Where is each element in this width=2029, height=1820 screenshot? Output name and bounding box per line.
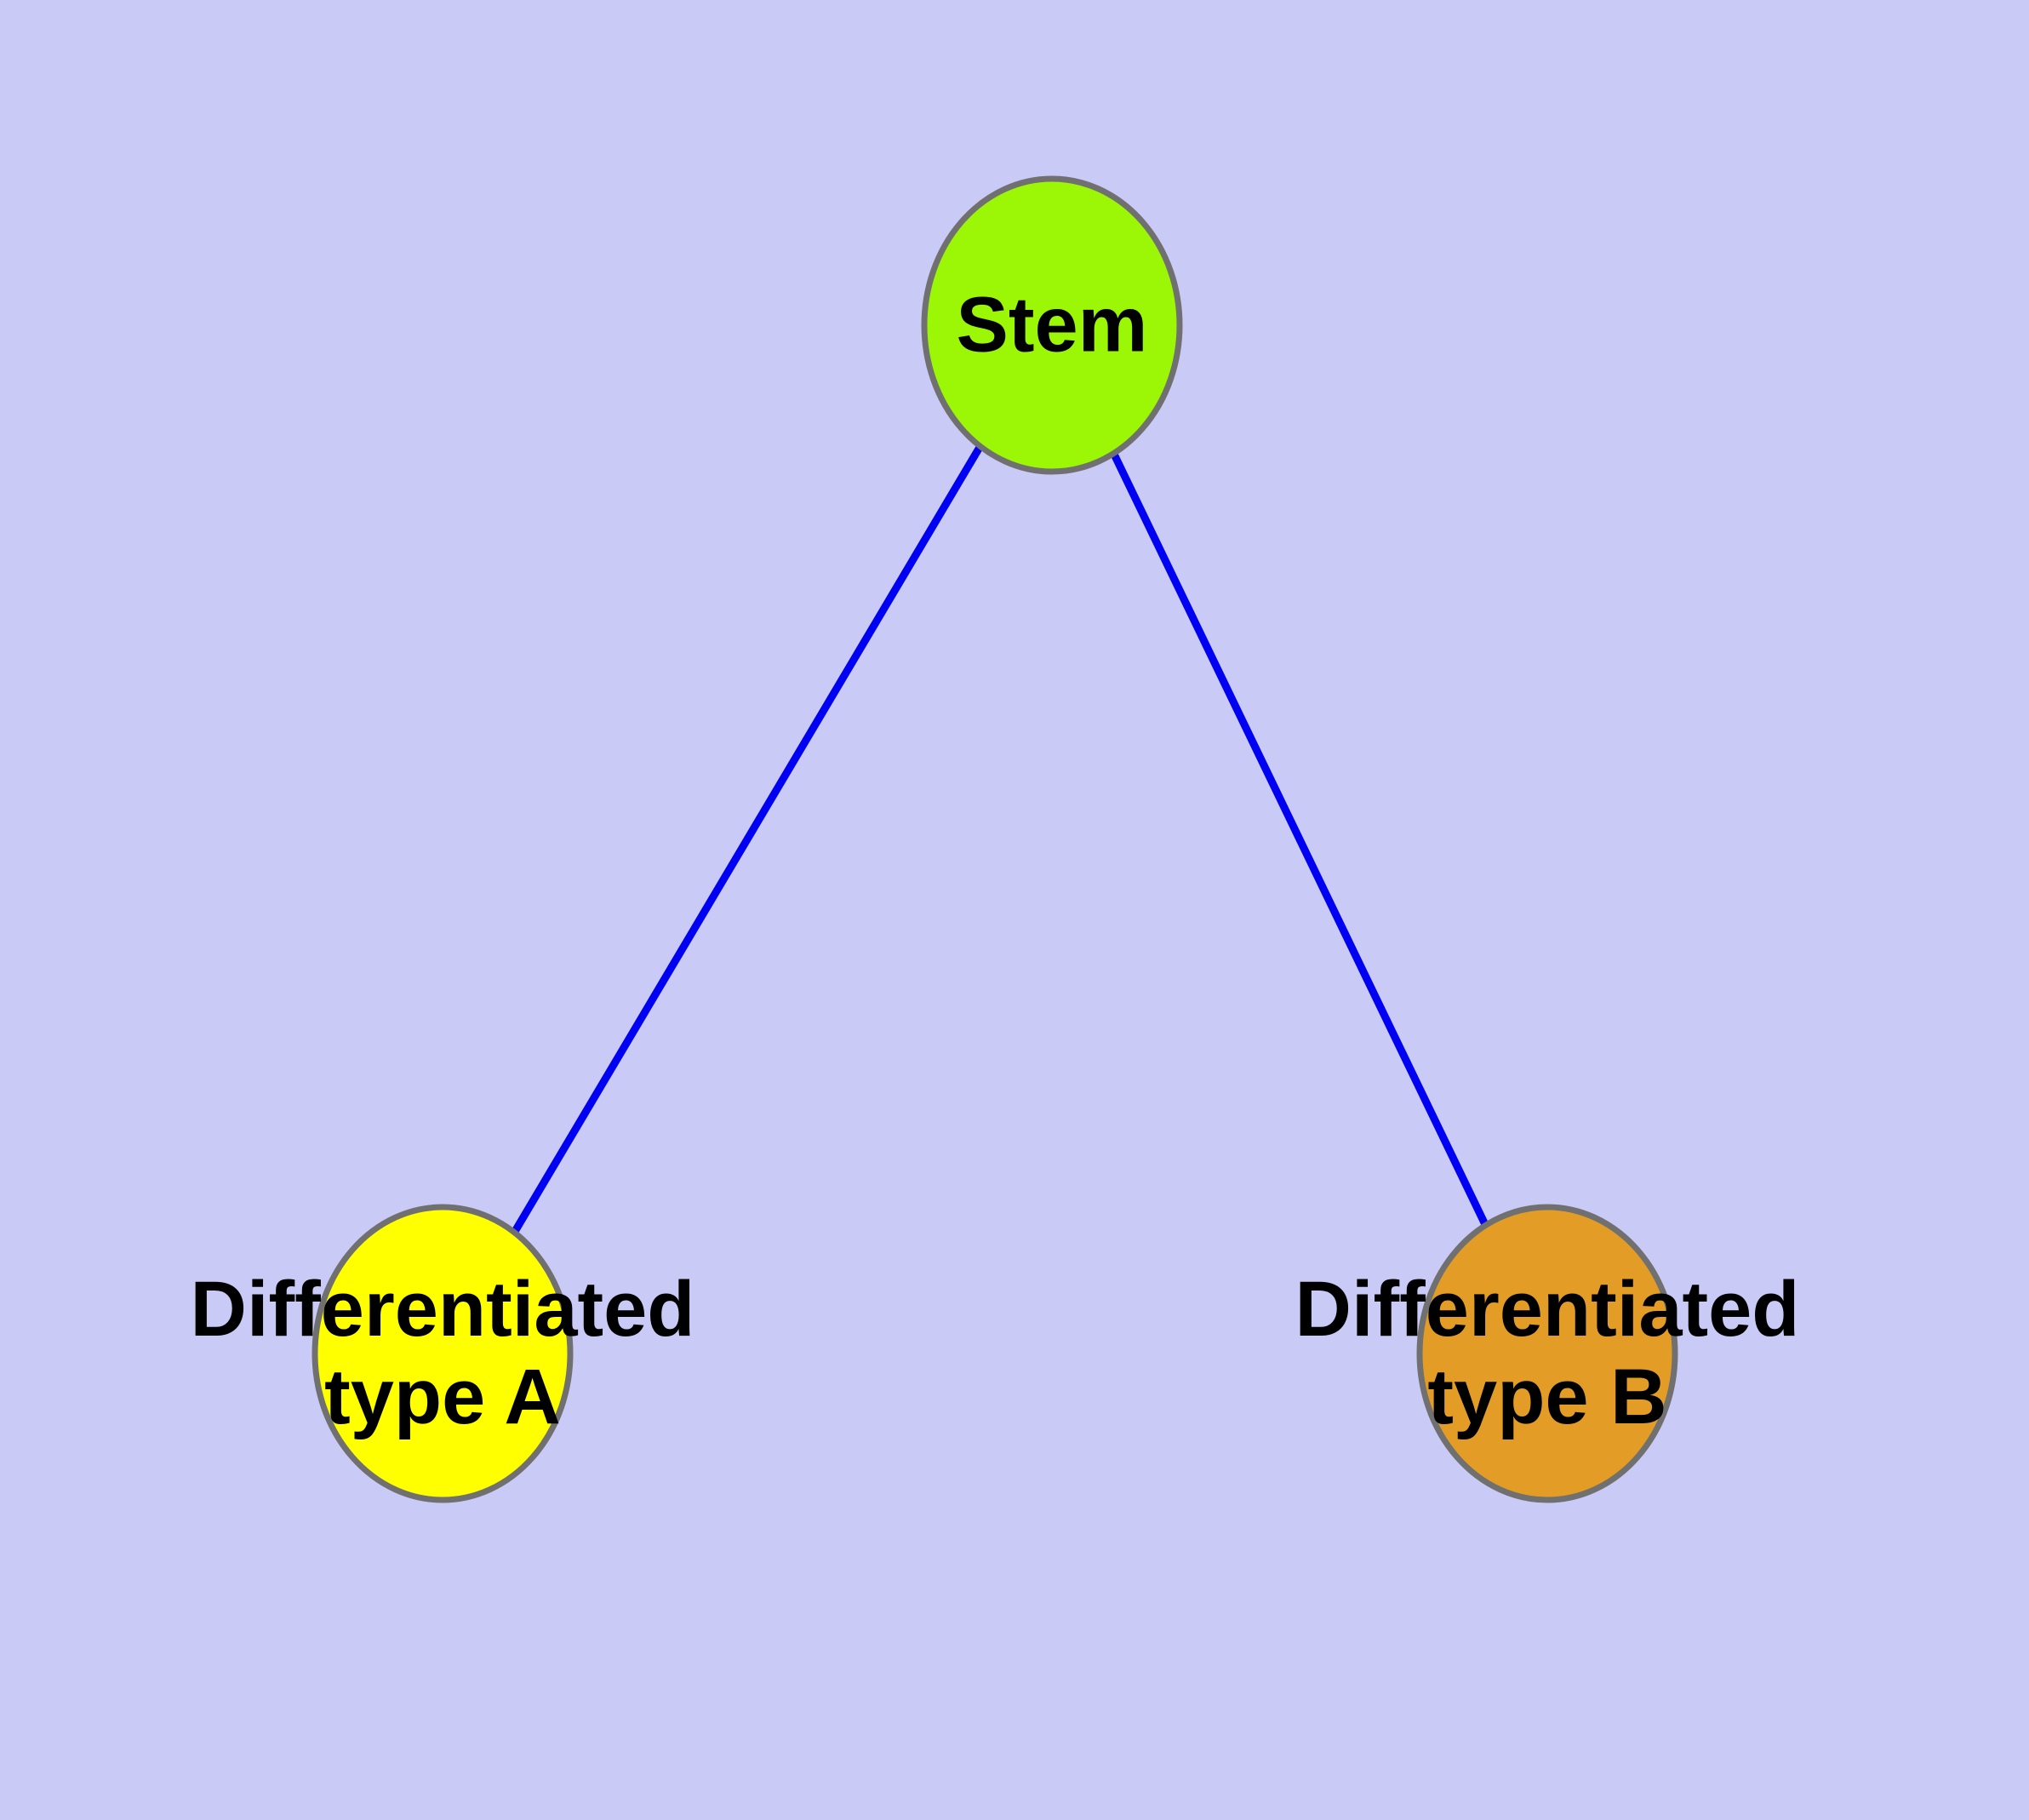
node-stem-label: Stem <box>956 281 1148 369</box>
node-type-a-circle <box>311 1204 574 1503</box>
node-type-a-label: Differentiated type A <box>191 1266 695 1441</box>
edge-stem-to-type-b <box>1048 323 1552 1355</box>
node-type-b-label-line1: Differentiated <box>1295 1265 1800 1353</box>
node-type-a-label-line1: Differentiated <box>190 1265 695 1353</box>
node-type-b-circle <box>1416 1204 1678 1503</box>
node-type-b-label: Differentiated type B <box>1295 1266 1800 1441</box>
edge-stem-to-type-a <box>439 323 1055 1356</box>
node-type-b-label-line2: type B <box>1427 1354 1667 1440</box>
node-stem-circle <box>921 175 1183 475</box>
node-type-a-label-line2: type A <box>324 1354 561 1440</box>
